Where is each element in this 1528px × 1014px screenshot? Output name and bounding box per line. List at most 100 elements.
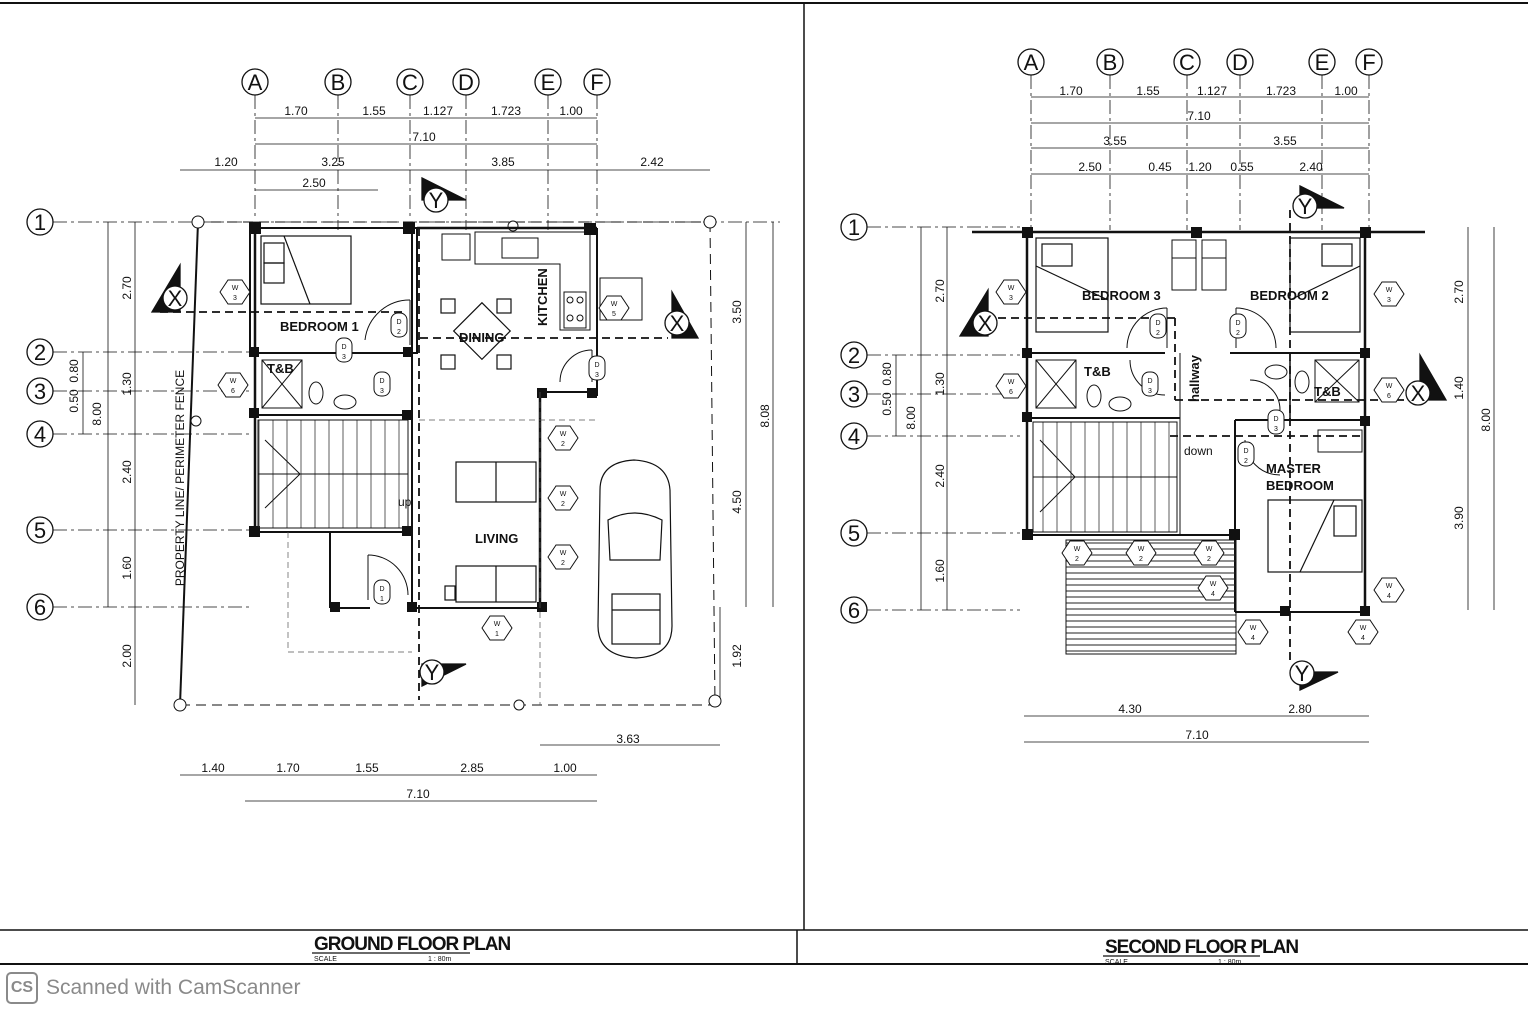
second-tag-d3a-letter: D (1147, 378, 1152, 385)
second-dim-left-1: 2.70 (933, 279, 947, 303)
second-dim-bottom-overall: 7.10 (1185, 728, 1209, 742)
second-section-x-right: X (1411, 381, 1426, 406)
ground-dim-bedroom-width: 2.50 (302, 176, 326, 190)
ground-plan-title: GROUND FLOOR PLAN (314, 934, 510, 955)
ground-floor-plan: A B C D E F 1 2 3 4 5 6 (26, 68, 780, 963)
second-grid-col-f: F (1362, 50, 1375, 75)
second-tag-w4d-num: 4 (1361, 635, 1365, 642)
ground-dim-right-2: 4.50 (730, 490, 744, 514)
second-dim-top-3: 1.127 (1197, 84, 1227, 98)
second-tag-d2b-num: 2 (1236, 330, 1240, 337)
ground-section-markers (150, 176, 700, 688)
ground-dim-bottom-4: 2.85 (460, 761, 484, 775)
ground-grid-col-b: B (331, 70, 346, 95)
second-tag-w4a-letter: W (1210, 581, 1217, 588)
ground-grid-row-4: 4 (34, 422, 46, 447)
second-tag-w4c-num: 4 (1251, 635, 1255, 642)
second-bedroom-3-bed (1035, 237, 1109, 333)
ground-tag-d1-num: 1 (380, 596, 384, 603)
second-tag-w6a-num: 6 (1009, 389, 1013, 396)
second-section-markers (958, 184, 1448, 692)
ground-tag-w6-letter: W (230, 378, 237, 385)
second-tag-w4d-letter: W (1360, 625, 1367, 632)
second-master-bed (1267, 499, 1363, 573)
second-columns (1022, 227, 1371, 616)
ground-dimension-lines (82, 117, 774, 802)
second-grid-row-3: 3 (848, 382, 860, 407)
ground-tag-w5-letter: W (611, 301, 618, 308)
ground-grid-row-2: 2 (34, 340, 46, 365)
ground-tag-w2b-num: 2 (561, 501, 565, 508)
second-stairs (1032, 421, 1178, 533)
ground-tag-w6-num: 6 (231, 388, 235, 395)
second-tag-w4c-letter: W (1250, 625, 1257, 632)
second-floor-plan: A B C D E F 1 2 3 4 5 6 (840, 48, 1495, 966)
second-row-grid-bubbles (840, 213, 868, 624)
second-tag-w2c-num: 2 (1207, 556, 1211, 563)
ground-tag-d3a-num: 3 (342, 354, 346, 361)
ground-dim-top-5: 1.00 (559, 104, 583, 118)
second-grid-row-4: 4 (848, 424, 860, 449)
second-dim-top-4: 1.723 (1266, 84, 1296, 98)
second-dim-sub-1: 2.50 (1078, 160, 1102, 174)
second-tag-w3a-num: 3 (1009, 295, 1013, 302)
ground-dim-left-5: 2.00 (120, 644, 134, 668)
second-room-bedroom-2: BEDROOM 2 (1250, 288, 1329, 303)
second-dim-right-2: 1.40 (1452, 376, 1466, 400)
second-dimension-lines (895, 96, 1495, 743)
ground-dim-left-3: 2.40 (120, 460, 134, 484)
ground-grid-col-e: E (541, 70, 556, 95)
ground-dim-left-1: 2.70 (120, 276, 134, 300)
second-grid-row-1: 1 (848, 215, 860, 240)
ground-dim-bottom-1: 1.40 (201, 761, 225, 775)
ground-dim-left-2: 1.30 (120, 372, 134, 396)
ground-dim-top-1: 1.70 (284, 104, 308, 118)
sheet-frame (0, 2, 1528, 965)
ground-grid-row-3: 3 (34, 379, 46, 404)
second-tag-d3b-letter: D (1273, 416, 1278, 423)
ground-dim-top-2: 1.55 (362, 104, 386, 118)
ground-dim-top-3: 1.127 (423, 104, 453, 118)
second-dim-overall-top: 7.10 (1187, 109, 1211, 123)
ground-dim-left-6: 0.80 (67, 359, 81, 383)
ground-dim-setback-2: 3.25 (321, 155, 345, 169)
ground-tag-w2c-letter: W (560, 550, 567, 557)
camscanner-watermark: CS Scanned with CamScanner (6, 970, 300, 1006)
ground-dim-bottom-3: 1.55 (355, 761, 379, 775)
second-tag-d2a-letter: D (1155, 320, 1160, 327)
second-section-y-top: Y (1298, 194, 1313, 219)
ground-thin-lines (287, 392, 595, 705)
second-grid-col-c: C (1179, 50, 1195, 75)
ground-dining-set (440, 298, 512, 370)
second-beam-lines (985, 210, 1420, 660)
second-tag-w4b-letter: W (1386, 583, 1393, 590)
ground-tag-w2b-letter: W (560, 491, 567, 498)
ground-tag-w2a-letter: W (560, 431, 567, 438)
second-grid-row-5: 5 (848, 521, 860, 546)
ground-grid-col-d: D (458, 70, 474, 95)
second-dim-sub-5: 2.40 (1299, 160, 1323, 174)
second-tag-w2b-letter: W (1138, 546, 1145, 553)
second-tag-w2c-letter: W (1206, 546, 1213, 553)
second-dim-half-2: 3.55 (1273, 134, 1297, 148)
ground-bed (260, 235, 352, 305)
ground-grid-row-6: 6 (34, 595, 46, 620)
second-scale-label: SCALE (1105, 959, 1128, 966)
ground-living-furniture (444, 461, 537, 603)
second-room-master-line2: BEDROOM (1266, 478, 1334, 493)
second-room-tb-left: T&B (1084, 364, 1111, 379)
ground-dim-carport: 3.63 (616, 732, 640, 746)
second-dim-sub-2: 0.45 (1148, 160, 1172, 174)
camscanner-text: Scanned with CamScanner (46, 976, 301, 999)
ground-dim-right-3: 1.92 (730, 644, 744, 668)
ground-grid-col-f: F (590, 70, 603, 95)
ground-tag-w1-num: 1 (495, 631, 499, 638)
second-section-x-left: X (978, 311, 993, 336)
second-scale-value: 1 : 80m (1218, 959, 1242, 966)
second-stairs-down-label: down (1184, 444, 1213, 458)
ground-tag-w3-num: 3 (233, 295, 237, 302)
second-tag-w6b-num: 6 (1387, 393, 1391, 400)
second-tag-d2a-num: 2 (1156, 330, 1160, 337)
ground-room-dining: DINING (459, 330, 505, 345)
